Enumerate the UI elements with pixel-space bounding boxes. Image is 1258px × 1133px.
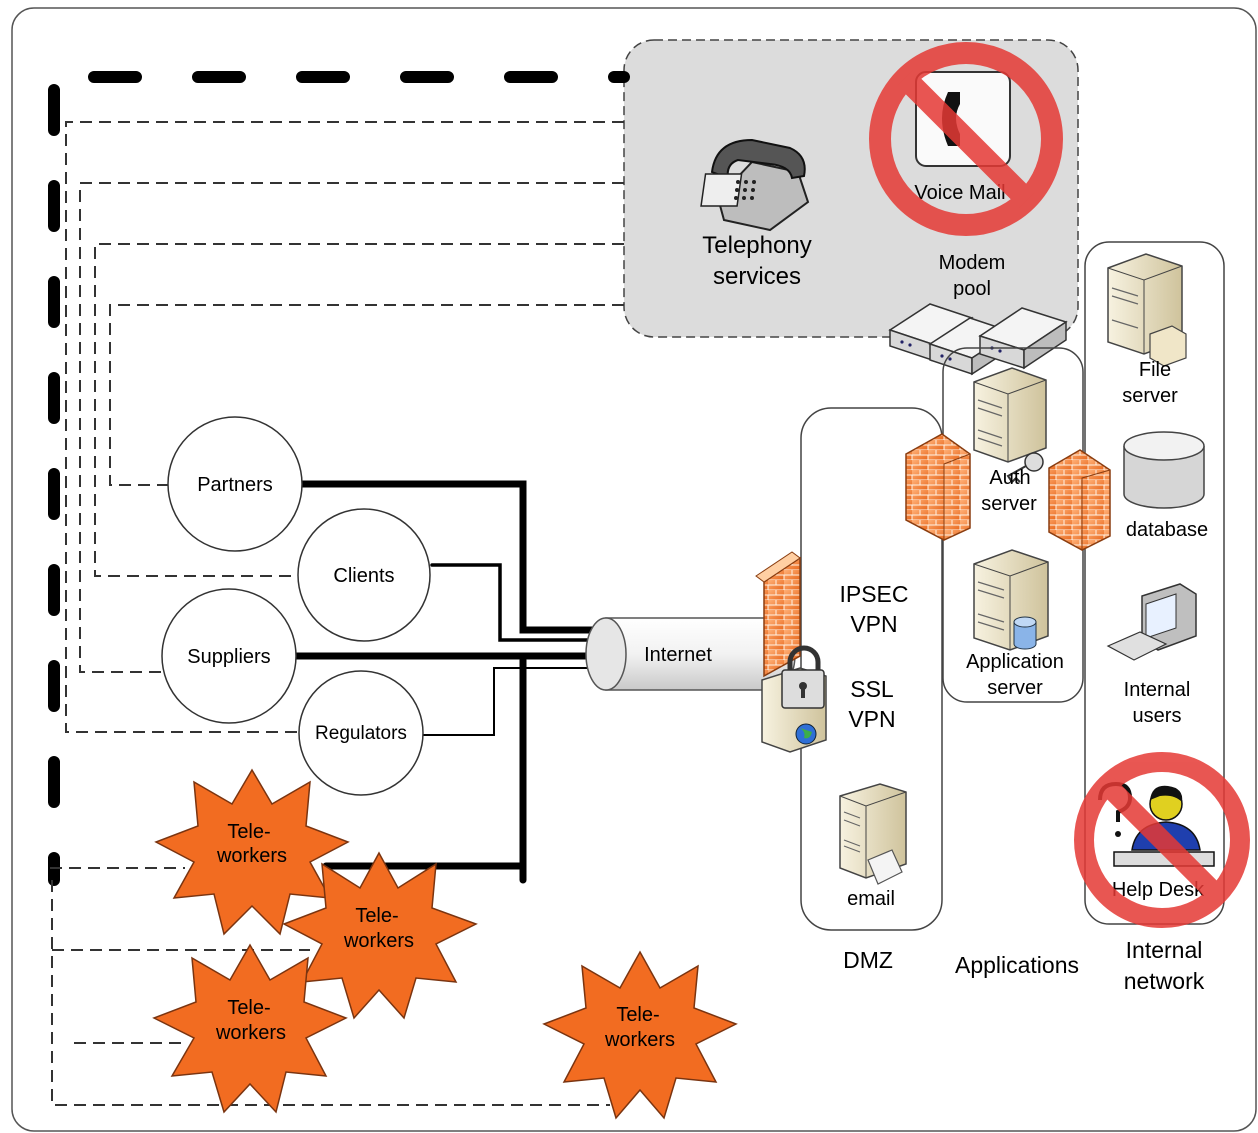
file-server-label-line1: File	[1139, 359, 1171, 381]
solid-connections	[292, 480, 608, 884]
teleworkers-3-line1: Tele-	[227, 997, 270, 1019]
firewall-icon	[905, 433, 971, 541]
teleworkers-1: Tele- workers	[154, 768, 350, 936]
teleworkers-4: Tele- workers	[542, 950, 738, 1120]
regulators-label: Regulators	[315, 723, 407, 744]
ssl-label-line1: SSL	[850, 676, 894, 702]
ipsec-label-line2: VPN	[850, 611, 897, 637]
teleworkers-3-line2: workers	[215, 1022, 286, 1044]
computer-icon	[1106, 583, 1197, 661]
dmz-label: DMZ	[843, 947, 893, 973]
internal-users-label-line2: users	[1133, 705, 1182, 727]
teleworkers-2-line1: Tele-	[355, 905, 398, 927]
application-label-line2: server	[987, 677, 1043, 699]
database-label: database	[1126, 519, 1208, 541]
file-server-label-line2: server	[1122, 385, 1178, 407]
email-server-icon	[839, 783, 907, 885]
voice-mail-prohibited-icon	[869, 42, 1063, 236]
internal-label-line1: Internal	[1126, 937, 1203, 963]
clients-label: Clients	[333, 565, 394, 587]
dashed-connections	[50, 121, 624, 1106]
database-icon	[1123, 431, 1205, 509]
teleworkers-4-line1: Tele-	[616, 1004, 659, 1026]
modem-label-line1: Modem	[939, 252, 1006, 274]
teleworkers-4-line2: workers	[604, 1029, 675, 1051]
partners-node: Partners	[167, 416, 303, 552]
teleworkers-3: Tele- workers	[152, 943, 348, 1114]
internet-label: Internet	[644, 644, 712, 666]
teleworkers-2-line2: workers	[343, 930, 414, 952]
ssl-vpn-server-icon	[761, 645, 827, 753]
application-server-icon	[973, 549, 1049, 651]
teleworkers-1-line2: workers	[216, 845, 287, 867]
lock-icon	[781, 645, 825, 709]
modem-label-line2: pool	[953, 278, 991, 300]
auth-label-line2: server	[981, 493, 1037, 515]
suppliers-node: Suppliers	[161, 588, 297, 724]
thick-dashed-boundary	[48, 71, 630, 886]
ssl-label-line2: VPN	[848, 706, 895, 732]
modem-pool	[888, 303, 1068, 376]
telephony-label-line1: Telephony	[702, 232, 811, 259]
modem-icon	[978, 307, 1068, 370]
firewall-icon	[1048, 449, 1111, 551]
email-label: email	[847, 888, 895, 910]
auth-label-line1: Auth	[989, 467, 1030, 489]
telephony-label-line2: services	[713, 263, 801, 290]
telephone-icon	[700, 138, 810, 232]
internal-label-line2: network	[1124, 968, 1205, 994]
voice-mail-label: Voice Mail	[914, 182, 1005, 204]
key-icon	[1006, 452, 1044, 484]
regulators-node: Regulators	[298, 670, 424, 796]
application-label-line1: Application	[966, 651, 1064, 673]
applications-label: Applications	[955, 952, 1079, 978]
ipsec-label-line1: IPSEC	[839, 581, 908, 607]
suppliers-label: Suppliers	[187, 646, 270, 668]
internal-users-label-line1: Internal	[1124, 679, 1191, 701]
globe-icon	[795, 723, 817, 745]
help-desk-label: Help Desk	[1112, 879, 1205, 901]
partners-label: Partners	[197, 474, 273, 496]
help-desk-prohibited-icon	[1074, 752, 1250, 928]
auth-server-icon	[973, 367, 1047, 484]
file-server-icon	[1107, 253, 1187, 367]
clients-node: Clients	[297, 508, 431, 642]
teleworkers-1-line1: Tele-	[227, 821, 270, 843]
teleworkers-2: Tele- workers	[282, 851, 478, 1020]
firewall-icon	[755, 551, 801, 678]
